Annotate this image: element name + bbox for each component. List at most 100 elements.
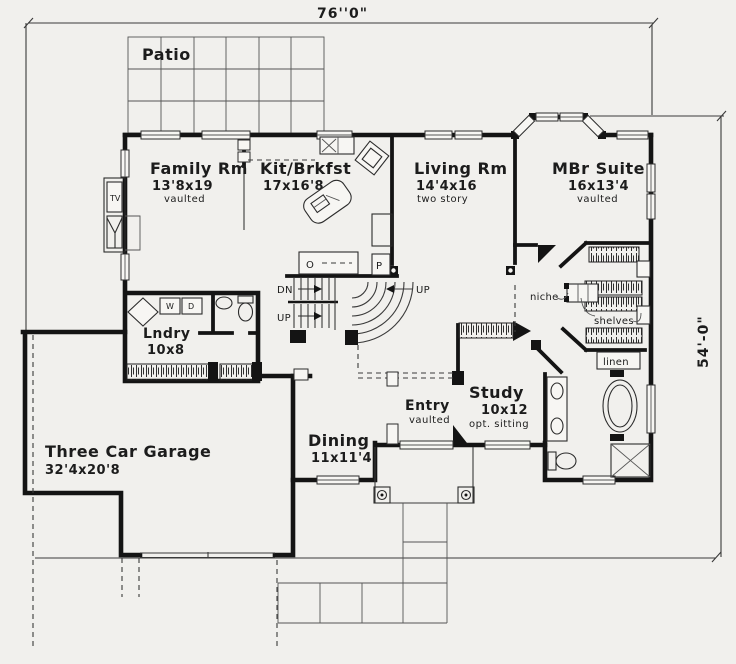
stairs-down-label: DN xyxy=(277,285,293,296)
room-label-dining: Dining xyxy=(308,431,369,450)
porch-column xyxy=(457,486,475,504)
niche xyxy=(564,283,599,303)
dimension-lines: 76''0" 54'-0" xyxy=(23,6,727,563)
room-label-master: MBr Suite xyxy=(552,159,645,178)
room-family: TV Family Rm 13'8x19 vaulted xyxy=(103,139,251,253)
stairs: DN UP UP xyxy=(277,278,430,372)
entry-column xyxy=(386,423,399,445)
room-label-kitchen: Kit/Brkfst xyxy=(260,159,351,178)
room-size-living: 14'4x16 xyxy=(416,179,477,194)
window xyxy=(535,112,559,122)
bathtub xyxy=(602,370,638,441)
washer xyxy=(159,297,181,315)
front-door-swing xyxy=(453,425,467,445)
window xyxy=(646,384,656,434)
washer-label: W xyxy=(166,302,174,311)
room-garage: Three Car Garage 32'4x20'8 xyxy=(32,335,275,648)
window xyxy=(424,130,453,140)
shower xyxy=(610,443,651,478)
room-size-master: 16x13'4 xyxy=(568,179,629,194)
refrigerator xyxy=(371,213,393,247)
dining-door xyxy=(293,368,309,381)
room-note-entry: vaulted xyxy=(409,415,450,426)
window xyxy=(581,114,605,138)
laundry-tub xyxy=(127,297,159,327)
tv-niche xyxy=(106,181,123,213)
closet-shelf xyxy=(636,305,651,325)
room-size-garage: 32'4x20'8 xyxy=(45,463,120,478)
linen-closet: linen xyxy=(596,351,641,370)
window xyxy=(454,130,483,140)
room-label-study: Study xyxy=(469,383,524,402)
walk-in-closet xyxy=(584,246,651,344)
room-label-entry: Entry xyxy=(405,398,450,414)
room-size-study: 10x12 xyxy=(481,403,528,418)
niche-label: niche xyxy=(530,292,559,303)
stairs-up-right-label: UP xyxy=(416,285,430,296)
room-size-dining: 11x11'4 xyxy=(311,451,372,466)
window xyxy=(120,253,130,281)
room-entry: Entry vaulted xyxy=(358,371,455,445)
oven-cabinet: O xyxy=(298,251,359,275)
window xyxy=(512,114,536,138)
room-laundry: W D Lndry 10x8 xyxy=(126,295,262,381)
window xyxy=(120,149,130,178)
closet-shelf xyxy=(636,260,651,278)
room-label-living: Living Rm xyxy=(414,159,508,178)
room-note-study: opt. sitting xyxy=(469,419,529,430)
window xyxy=(646,193,656,220)
room-note-living: two story xyxy=(417,194,468,205)
study-closet-hatch xyxy=(458,322,514,339)
shelves-label: shelves xyxy=(594,316,634,327)
cooktop xyxy=(354,140,390,176)
stairs-up-left-label: UP xyxy=(277,313,291,324)
room-living: Living Rm 14'4x16 two story xyxy=(414,159,516,332)
vanity xyxy=(546,376,568,442)
room-size-kitchen: 17x16'8 xyxy=(263,179,324,194)
room-label-garage: Three Car Garage xyxy=(45,442,211,461)
interior-walls xyxy=(198,133,653,482)
room-master: MBr Suite 16x13'4 vaulted niche shelves … xyxy=(530,159,651,370)
fireplace xyxy=(106,215,141,251)
hall-closet-hatch xyxy=(219,363,254,381)
hall-closet-hatch xyxy=(126,363,210,381)
half-bath-sink xyxy=(215,296,233,310)
pantry: P xyxy=(371,253,391,276)
pantry-label: P xyxy=(376,261,382,272)
room-note-family: vaulted xyxy=(164,194,205,205)
window xyxy=(559,112,584,122)
width-dimension-label: 76''0" xyxy=(317,6,368,22)
room-label-patio: Patio xyxy=(142,45,191,64)
kitchen-island xyxy=(303,179,352,224)
patio: Patio xyxy=(127,36,325,134)
windows xyxy=(120,112,656,485)
room-kitchen: Kit/Brkfst 17x16'8 O P xyxy=(248,136,393,276)
half-bath-toilet xyxy=(237,295,254,322)
window xyxy=(616,130,649,140)
window xyxy=(582,475,616,485)
room-size-family: 13'8x19 xyxy=(152,179,213,194)
window xyxy=(201,130,251,140)
garage-door xyxy=(140,552,275,559)
tv-label: TV xyxy=(109,194,121,203)
room-note-master: vaulted xyxy=(577,194,618,205)
entry-column xyxy=(386,371,399,387)
porch-walkway xyxy=(276,447,475,648)
hall-closet-door-swing xyxy=(513,321,531,341)
dryer xyxy=(181,297,203,315)
master-door-swing xyxy=(538,245,556,263)
room-size-laundry: 10x8 xyxy=(147,343,185,358)
window xyxy=(316,475,360,485)
window xyxy=(646,163,656,193)
kitchen-sink xyxy=(319,136,355,155)
oven-label: O xyxy=(306,260,314,271)
height-dimension-label: 54'-0" xyxy=(696,315,712,368)
room-label-family: Family Rm xyxy=(150,159,248,178)
front-door xyxy=(399,440,454,450)
room-study: Study 10x12 opt. sitting xyxy=(458,322,529,430)
window xyxy=(484,440,531,450)
exterior-walls xyxy=(20,113,654,558)
dryer-label: D xyxy=(188,302,194,311)
